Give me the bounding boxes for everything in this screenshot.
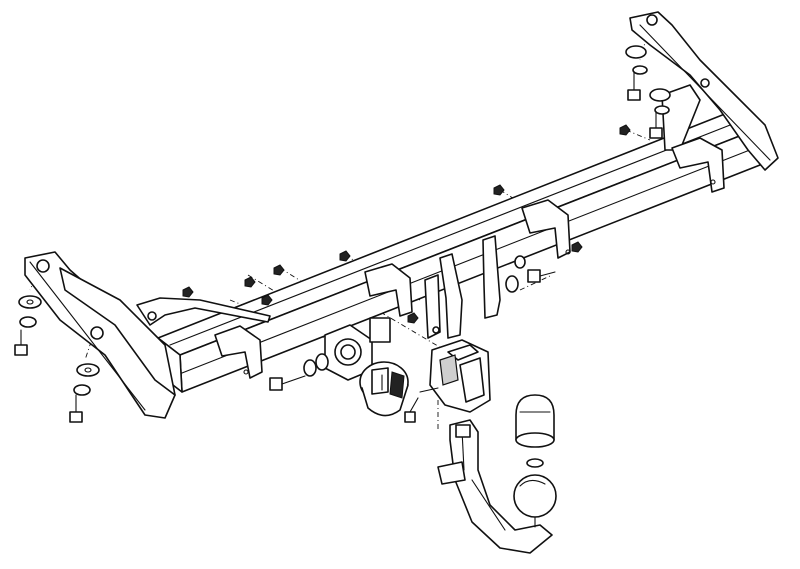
left-upper-strap [136, 297, 271, 326]
right-side-bracket [629, 11, 779, 171]
tow-ball-cap [515, 394, 555, 468]
center-mounting-plate [424, 235, 501, 339]
coupling-receiver [429, 339, 491, 413]
socket-plate [324, 317, 391, 381]
electrical-socket [359, 361, 409, 417]
left-side-bracket [24, 251, 176, 419]
tube-clamps [214, 137, 725, 379]
washers [18, 45, 671, 396]
detachable-tow-ball-neck [437, 419, 557, 554]
nuts [182, 124, 631, 324]
crossbar-tube [157, 109, 761, 393]
bolts [14, 71, 663, 423]
